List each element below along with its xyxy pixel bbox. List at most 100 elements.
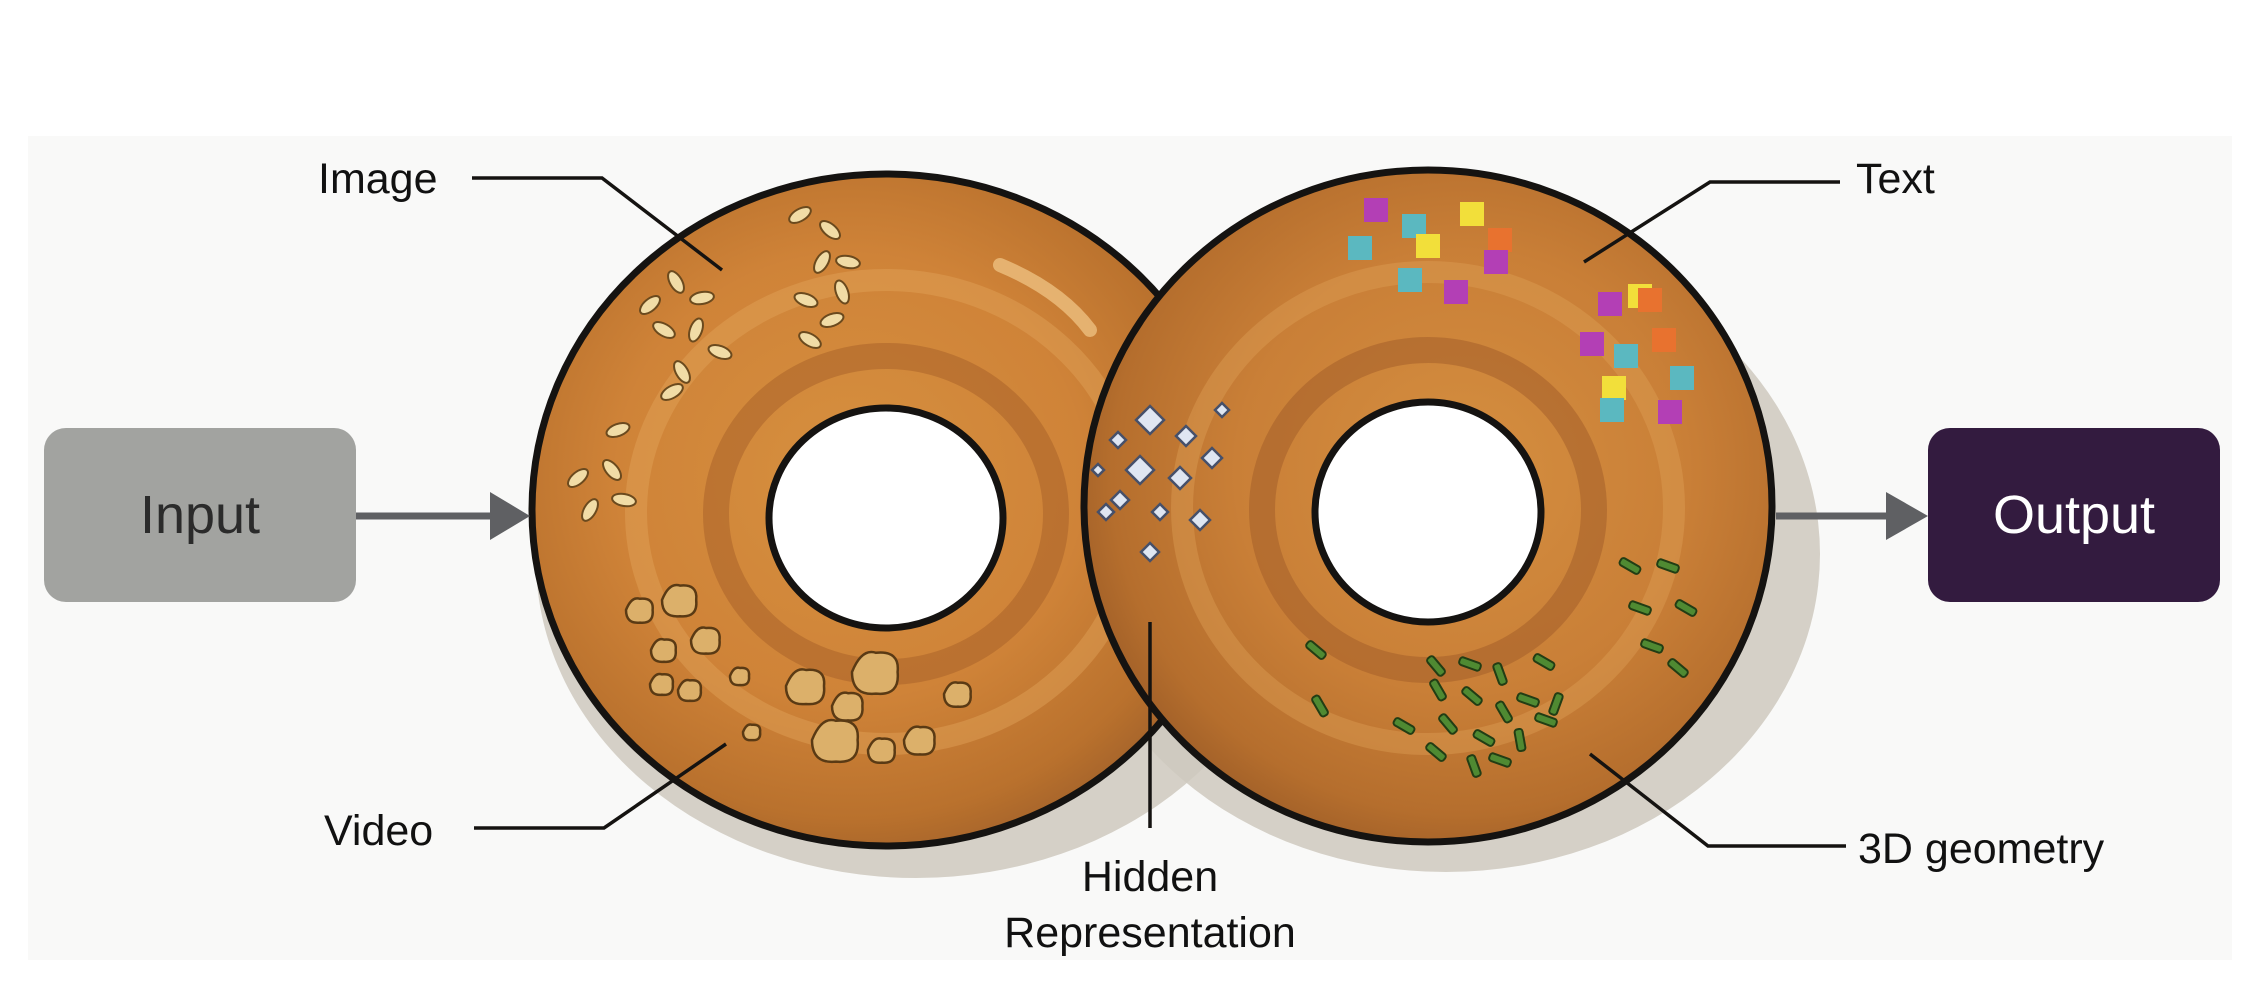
salt-crystal: [1200, 446, 1224, 470]
input-box: Input: [44, 428, 356, 602]
chive-pieces-icon: [1305, 557, 1698, 778]
confetti-square: [1398, 268, 1422, 292]
walnut-piece: [810, 718, 860, 764]
confetti-square: [1652, 328, 1676, 352]
confetti-square: [1670, 366, 1694, 390]
chive-piece: [1513, 727, 1527, 753]
oat-seed: [793, 292, 819, 308]
oat-seed: [798, 331, 822, 349]
text-label: Text: [1856, 155, 1935, 203]
chive-piece: [1461, 686, 1483, 706]
input-arrow: [356, 492, 530, 540]
salt-crystal: [1109, 489, 1131, 511]
walnut-piece: [660, 583, 698, 618]
chive-piece: [1392, 717, 1416, 735]
walnut-piece: [902, 725, 936, 756]
chive-piece: [1674, 599, 1698, 617]
output-label: Output: [1992, 485, 2156, 545]
walnut-piece: [689, 626, 721, 655]
salt-crystal: [1213, 401, 1231, 419]
chive-piece: [1534, 712, 1558, 728]
video-leader-line: [474, 742, 727, 830]
salt-crystal: [1167, 465, 1193, 491]
walnut-pieces-icon: [624, 583, 972, 764]
oat-seeds-icon: [567, 206, 861, 522]
salt-crystal: [1150, 502, 1170, 522]
oat-seed: [639, 295, 661, 315]
hidden-label-line1: Hidden: [1081, 853, 1219, 901]
confetti-square: [1658, 400, 1682, 424]
walnut-piece: [741, 723, 762, 742]
oat-seed: [689, 290, 715, 306]
confetti-square: [1348, 236, 1372, 260]
salt-crystal: [1090, 462, 1106, 478]
confetti-square: [1364, 198, 1388, 222]
chive-piece: [1466, 754, 1482, 778]
salt-crystal: [1134, 404, 1166, 436]
oat-seed: [567, 468, 589, 488]
chive-piece: [1640, 638, 1664, 654]
confetti-square: [1460, 202, 1484, 226]
chive-piece: [1458, 656, 1482, 672]
oat-seed: [660, 383, 684, 401]
chive-piece: [1628, 600, 1652, 616]
image-label: Image: [318, 155, 438, 203]
video-label: Video: [324, 807, 434, 855]
walnut-piece: [728, 666, 751, 687]
chive-piece: [1305, 640, 1327, 660]
oat-seed: [813, 250, 831, 274]
image-leader-line: [472, 176, 724, 272]
oat-seed: [835, 254, 861, 270]
oat-seed: [667, 270, 685, 294]
salt-crystal: [1139, 541, 1161, 563]
walnut-piece: [830, 691, 864, 722]
confetti-square: [1484, 250, 1508, 274]
confetti-square: [1602, 376, 1626, 400]
oat-seed: [688, 317, 704, 343]
confetti-square: [1580, 332, 1604, 356]
walnut-piece: [649, 637, 678, 664]
chive-piece: [1488, 752, 1512, 768]
chive-piece: [1472, 729, 1496, 747]
hidden-representation-label: Hidden Representation: [980, 850, 1320, 962]
salt-crystal: [1096, 502, 1116, 522]
chive-piece: [1429, 678, 1447, 702]
text-leader-line: [1583, 180, 1840, 264]
oat-seed: [707, 344, 733, 360]
confetti-squares-icon: [1348, 198, 1694, 424]
oat-seed: [602, 459, 622, 481]
output-box: Output: [1928, 428, 2220, 602]
salt-crystal: [1174, 424, 1198, 448]
oat-seed: [673, 360, 691, 384]
oat-seed: [652, 321, 676, 339]
hidden-label-line2: Representation: [1004, 908, 1296, 957]
geometry-label: 3D geometry: [1858, 825, 2105, 873]
chive-piece: [1425, 742, 1447, 762]
chive-piece: [1495, 700, 1513, 724]
salt-crystal: [1188, 508, 1212, 532]
walnut-piece: [648, 672, 675, 697]
chive-piece: [1311, 694, 1329, 718]
chive-piece: [1618, 557, 1642, 575]
walnut-piece: [942, 681, 972, 708]
oat-seed: [581, 498, 599, 522]
left-donut: [528, 170, 1244, 850]
output-arrow: [1776, 492, 1928, 540]
confetti-square: [1444, 280, 1468, 304]
confetti-square: [1488, 228, 1512, 252]
oat-seed: [611, 492, 637, 508]
walnut-piece: [784, 668, 826, 706]
confetti-square: [1416, 234, 1440, 258]
oat-seed: [605, 422, 631, 438]
confetti-square: [1598, 292, 1622, 316]
geometry-leader-line: [1588, 752, 1846, 848]
chive-piece: [1667, 658, 1689, 678]
chive-piece: [1438, 713, 1458, 735]
chive-piece: [1532, 653, 1556, 671]
oat-seed: [834, 279, 850, 305]
salt-crystal: [1124, 454, 1156, 486]
right-donut: [1080, 166, 1776, 846]
input-label: Input: [139, 485, 261, 545]
walnut-piece: [624, 597, 654, 624]
